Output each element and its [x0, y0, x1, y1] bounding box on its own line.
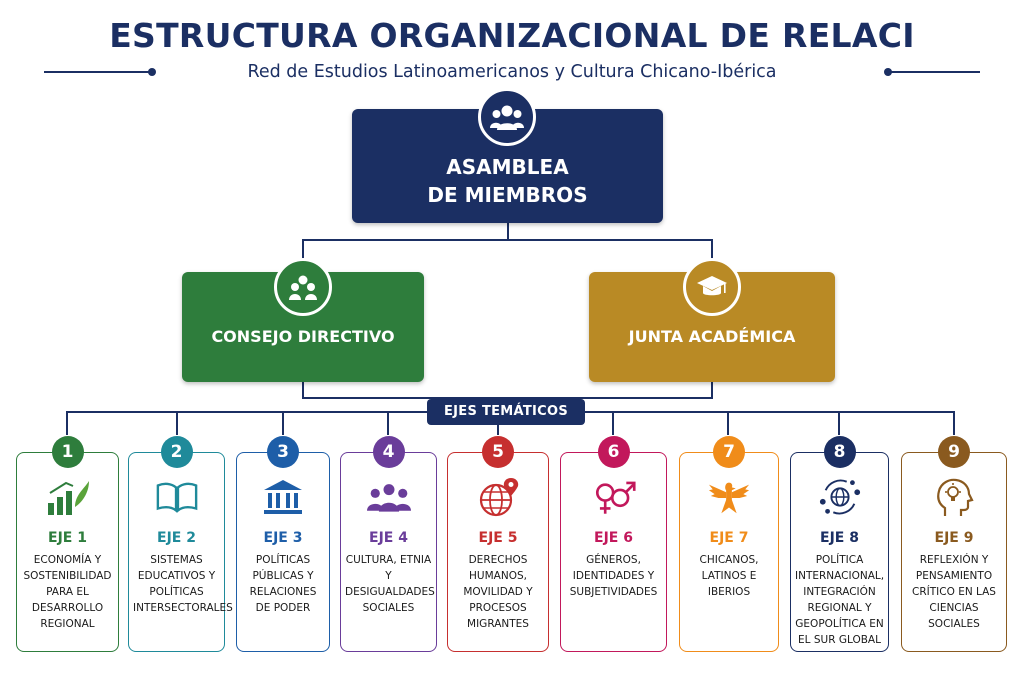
page-subtitle: Red de Estudios Latinoamericanos y Cultu… — [247, 62, 777, 82]
connector-junta-down — [711, 382, 713, 399]
eje-description: Economía y sostenibilidad para el desarr… — [23, 554, 112, 630]
junta-box: JUNTA ACADÉMICA — [589, 258, 835, 382]
eje-title: EJE 1 — [48, 530, 87, 546]
connector-card-4 — [387, 411, 389, 435]
connector-card-6 — [612, 411, 614, 435]
connector-card-2 — [176, 411, 178, 435]
eje-number-badge: 6 — [597, 436, 630, 468]
institution-building-icon — [261, 475, 305, 519]
global-network-icon — [818, 475, 862, 519]
eje-description: Reflexión y pensamiento crítico en las c… — [912, 554, 996, 630]
connector-card-9 — [953, 411, 955, 435]
eje-number-badge: 8 — [823, 436, 856, 468]
connector-consejo-up — [302, 239, 304, 272]
eje-title: EJE 9 — [934, 530, 974, 546]
connector-asamblea-down — [507, 223, 509, 240]
eje-card-8: 8 EJE 8 Política internacional, integrac… — [790, 436, 889, 652]
asamblea-line1: ASAMBLEA — [446, 155, 569, 179]
consejo-label: CONSEJO DIRECTIVO — [211, 327, 395, 346]
eje-description: Géneros, identidades y subjetividades — [569, 554, 658, 598]
open-book-icon — [155, 475, 199, 519]
eje-title: EJE 4 — [369, 530, 408, 546]
connector-card-3 — [282, 411, 284, 435]
asamblea-line2: DE MIEMBROS — [427, 183, 588, 207]
eje-description: Cultura, etnia y desigualdades sociales — [345, 554, 435, 614]
eje-number-badge: 7 — [713, 436, 745, 468]
eje-number-badge: 9 — [938, 436, 970, 468]
eje-title: EJE 6 — [594, 530, 633, 546]
eje-number-badge: 5 — [482, 436, 514, 468]
eje-description: Chicanos, latinos e iberios — [699, 554, 759, 598]
eje-number-badge: 2 — [160, 436, 193, 468]
eje-number-badge: 1 — [51, 436, 84, 468]
eje-title: EJE 5 — [478, 530, 518, 546]
head-lightbulb-icon — [932, 475, 976, 519]
eje-card-6: 6 EJE 6 Géneros, identidades y subjetivi… — [560, 436, 667, 652]
connector-consejo-down — [302, 382, 304, 399]
connector-card-8 — [838, 411, 840, 435]
eje-card-2: 2 EJE 2 Sistemas educativos y políticas … — [128, 436, 233, 652]
people-icon — [366, 475, 411, 519]
eje-number-badge: 4 — [372, 436, 405, 468]
connector-junta-up — [711, 239, 713, 272]
subtitle-left-dot — [148, 68, 156, 76]
eagle-icon — [707, 475, 751, 519]
gender-symbols-icon — [592, 475, 636, 519]
eje-card-5: 5 EJE 5 Derechos humanos, movilidad y pr… — [447, 436, 549, 652]
connector-mid-horizontal — [302, 397, 713, 399]
connector-card-7 — [727, 411, 729, 435]
eje-description: Sistemas educativos y políticas intersec… — [133, 554, 233, 614]
graduation-cap-icon — [683, 258, 741, 316]
connector-card-1 — [66, 411, 68, 435]
eje-description: Política internacional, integración regi… — [795, 554, 885, 646]
people-group-icon — [478, 88, 536, 146]
asamblea-box: ASAMBLEA DE MIEMBROS — [352, 88, 663, 223]
eje-number-badge: 3 — [267, 436, 299, 468]
eje-description: Políticas públicas y relaciones de poder — [249, 554, 317, 614]
eje-card-4: 4 EJE 4 Cultura, etnia y desigualdades s… — [340, 436, 437, 652]
eje-card-7: 7 EJE 7 Chicanos, latinos e iberios — [679, 436, 779, 652]
page-title: ESTRUCTURA ORGANIZACIONAL DE RELACI — [109, 16, 915, 55]
consejo-box: CONSEJO DIRECTIVO — [182, 258, 424, 382]
subtitle-right-line — [888, 71, 980, 73]
eje-title: EJE 2 — [157, 530, 196, 546]
growth-chart-icon — [46, 475, 90, 519]
eje-description: Derechos humanos, movilidad y procesos m… — [463, 554, 533, 630]
eje-title: EJE 7 — [709, 530, 749, 546]
eje-card-3: 3 EJE 3 Políticas públicas y relaciones … — [236, 436, 330, 652]
council-people-icon — [274, 258, 332, 316]
eje-card-1: 1 EJE 1 Economía y sostenibilidad para e… — [16, 436, 119, 652]
subtitle-left-line — [44, 71, 152, 73]
eje-title: EJE 3 — [263, 530, 303, 546]
junta-label: JUNTA ACADÉMICA — [628, 327, 796, 346]
eje-title: EJE 8 — [820, 530, 859, 546]
globe-pin-icon — [476, 475, 520, 519]
eje-card-9: 9 EJE 9 Reflexión y pensamiento crítico … — [901, 436, 1007, 652]
asamblea-label: ASAMBLEA DE MIEMBROS — [352, 153, 663, 209]
connector-top-horizontal — [302, 239, 713, 241]
ejes-tematicos-label: EJES TEMÁTICOS — [427, 399, 585, 425]
